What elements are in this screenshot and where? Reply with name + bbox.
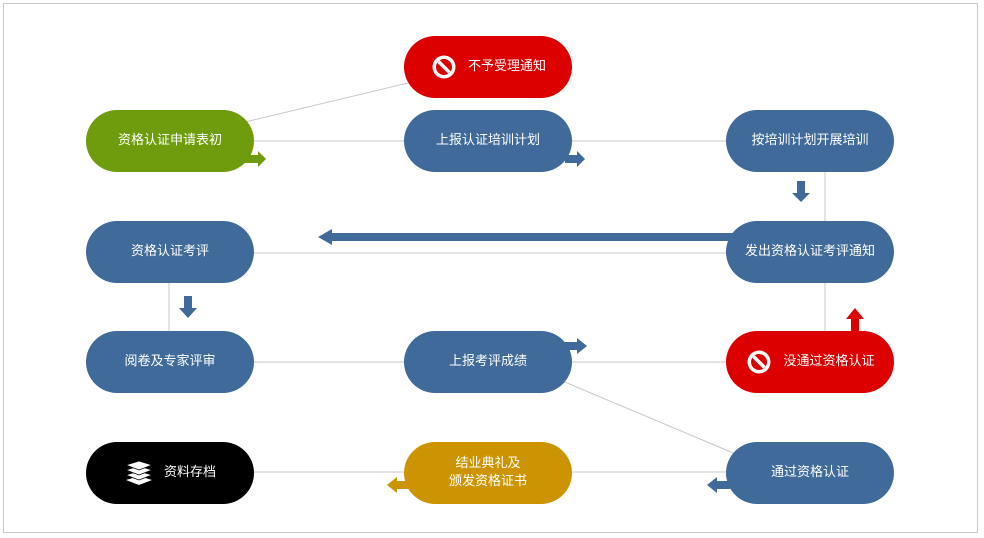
arrow-left-icon xyxy=(318,229,734,245)
failed-certification-label: 没通过资格认证 xyxy=(783,354,875,369)
connector-line xyxy=(559,379,739,456)
report-scores-label: 上报考评成绩 xyxy=(448,354,527,369)
arrow-down-icon xyxy=(792,181,810,202)
arrow-left-icon xyxy=(707,477,730,493)
connector-line xyxy=(244,82,409,123)
passed-certification-node[interactable]: 通过资格认证 xyxy=(726,442,894,504)
conduct-training-node[interactable]: 按培训计划开展培训 xyxy=(726,110,894,172)
exam-notice-label: 发出资格认证考评通知 xyxy=(744,244,875,259)
archive-label: 资料存档 xyxy=(163,465,216,480)
arrow-up-icon xyxy=(846,308,864,332)
grading-review-label: 阅卷及专家评审 xyxy=(124,354,216,369)
certification-exam-node[interactable]: 资格认证考评 xyxy=(86,221,254,283)
arrow-down-icon xyxy=(179,296,197,318)
report-training-plan-label: 上报认证培训计划 xyxy=(435,133,540,148)
application-review-label: 资格认证申请表初 xyxy=(117,133,222,148)
report-training-plan-node[interactable]: 上报认证培训计划 xyxy=(404,110,572,172)
application-review-node[interactable]: 资格认证申请表初 xyxy=(86,110,254,172)
certification-exam-label: 资格认证考评 xyxy=(130,244,209,259)
arrow-right-icon xyxy=(565,151,585,167)
passed-certification-label: 通过资格认证 xyxy=(770,465,849,480)
archive-node[interactable]: 资料存档 xyxy=(86,442,254,504)
arrow-right-icon xyxy=(565,338,587,354)
diagram-frame xyxy=(3,3,978,533)
prohibited-icon xyxy=(745,348,773,376)
report-scores-node[interactable]: 上报考评成绩 xyxy=(404,331,572,393)
reject-notice-node[interactable]: 不予受理通知 xyxy=(404,36,572,98)
reject-notice-label: 不予受理通知 xyxy=(467,59,546,74)
graduation-ceremony-node[interactable]: 结业典礼及 颁发资格证书 xyxy=(404,442,572,504)
exam-notice-node[interactable]: 发出资格认证考评通知 xyxy=(726,221,894,283)
conduct-training-label: 按培训计划开展培训 xyxy=(751,133,869,148)
graduation-ceremony-label: 结业典礼及 颁发资格证书 xyxy=(448,456,527,489)
stack-layers-icon xyxy=(124,460,154,486)
grading-review-node[interactable]: 阅卷及专家评审 xyxy=(86,331,254,393)
prohibited-icon xyxy=(430,53,458,81)
failed-certification-node[interactable]: 没通过资格认证 xyxy=(726,331,894,393)
